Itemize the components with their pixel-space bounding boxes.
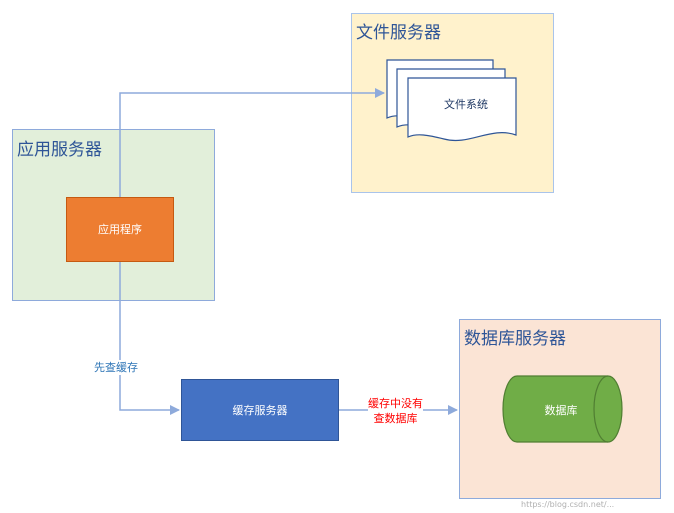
filesystem-node	[386, 59, 517, 142]
check-cache-text: 先查缓存	[94, 361, 138, 374]
watermark: https://blog.csdn.net/...	[521, 500, 615, 509]
db-server-title: 数据库服务器	[464, 329, 566, 349]
query-db-text-line2: 查数据库	[373, 412, 418, 425]
app-server-region: 应用服务器	[12, 129, 215, 301]
cache-server-node	[181, 379, 339, 441]
cache-server-label: 缓存服务器	[232, 404, 288, 417]
database-label: 数据库	[544, 404, 578, 417]
database-node	[502, 375, 623, 443]
file-server-region: 文件服务器	[351, 13, 554, 193]
app-server-title: 应用服务器	[17, 140, 102, 160]
app-program-node	[66, 197, 174, 262]
filesystem-label: 文件系统	[444, 98, 488, 111]
edge-app-to-filesystem	[119, 88, 385, 197]
edge-app-to-cache	[119, 262, 180, 415]
query-db-label: 缓存中没有 查数据库	[368, 396, 423, 426]
file-server-title: 文件服务器	[356, 23, 441, 43]
check-cache-label: 先查缓存	[94, 360, 138, 375]
query-db-text-line1: 缓存中没有	[368, 397, 423, 410]
app-program-label: 应用程序	[98, 223, 142, 236]
